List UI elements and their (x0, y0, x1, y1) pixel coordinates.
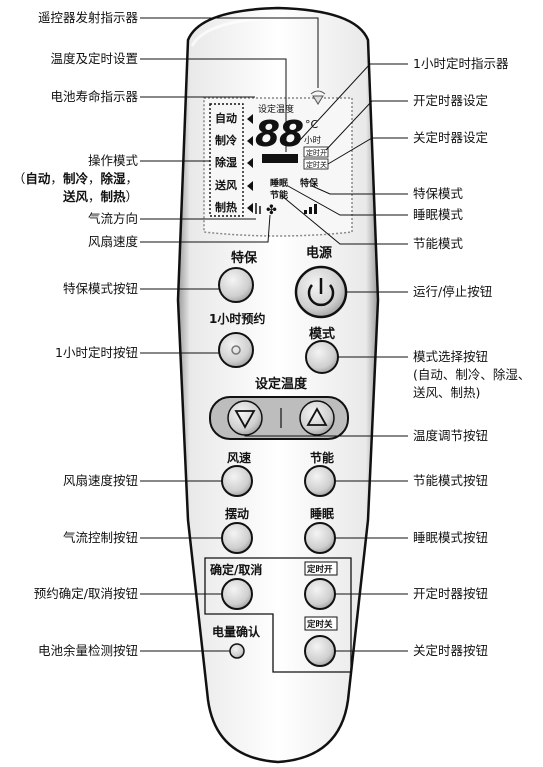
energy-button (304, 465, 336, 497)
remote-text-b-settemp: 设定温度 (255, 376, 308, 392)
label-emitter: 遥控器发射指示器 (37, 10, 138, 25)
remote-text-b-power: 电源 (306, 245, 332, 261)
leader-lines (140, 17, 408, 652)
label-special-btn: 特保模式按钮 (62, 281, 138, 296)
remote-text-b-fan: 风速 (227, 450, 251, 465)
remote-text-t-cool: 制冷 (215, 133, 237, 147)
power-icon (307, 278, 335, 307)
label-temp-adjust: 温度调节按钮 (413, 428, 489, 443)
remote-text-b-confirm: 确定/取消 (210, 562, 262, 577)
label-1h-indicator: 1小时定时指示器 (413, 56, 509, 71)
battery-bar (262, 154, 298, 163)
remote-text-t-degree: °C (305, 118, 319, 131)
mode-box (209, 103, 244, 217)
remote-text-t-ton: 定时开 (306, 148, 327, 157)
timer-group (204, 557, 352, 673)
label-fan-speed-btn: 风扇速度按钮 (62, 473, 138, 488)
remote-text-b-special: 特保 (231, 250, 258, 266)
remote-text-t-sleep: 睡眠 (270, 177, 288, 189)
fan-speed-button (221, 465, 253, 497)
emitter-indicator-icon (310, 90, 326, 105)
label-battery-life: 电池寿命指示器 (50, 89, 138, 104)
remote-text-b-1h: 1小时预约 (209, 311, 265, 326)
label-fan-speed: 风扇速度 (87, 234, 138, 249)
label-energy-mode: 节能模式 (413, 236, 464, 251)
label-timer-off-set: 关定时器设定 (413, 130, 489, 145)
remote-text-t-heat: 制热 (215, 200, 237, 214)
swing-button (221, 522, 253, 554)
label-energy-btn: 节能模式按钮 (413, 473, 489, 488)
timer-off-button (304, 635, 336, 667)
remote-text-t-energy: 节能 (270, 189, 288, 201)
remote-text-b-ton: 定时开 (306, 564, 333, 575)
fan-speed-bars (304, 204, 317, 214)
remote-text-t-toff: 定时关 (306, 160, 327, 169)
label-temp-timer: 温度及定时设置 (50, 51, 138, 66)
remote-text-t-digits: 88 (255, 114, 303, 155)
label-confirm-btn: 预约确定/取消按钮 (33, 586, 138, 601)
label-timer-on-set: 开定时器设定 (413, 93, 489, 108)
remote-text-b-toff: 定时关 (306, 619, 333, 630)
remote-text-b-energy: 节能 (310, 450, 334, 465)
label-op-mode: 操作模式 (87, 153, 138, 168)
one-hour-timer-button (218, 332, 254, 368)
temp-up-button (299, 400, 335, 436)
label-timer-off-btn: 关定时器按钮 (413, 643, 489, 658)
remote-text-t-hour: 小时 (304, 135, 322, 146)
label-sleep-mode: 睡眠模式 (413, 207, 464, 222)
special-button (218, 267, 254, 303)
remote-text-t-dry: 除湿 (215, 155, 237, 169)
label-battery-btn: 电池余量检测按钮 (37, 643, 138, 658)
remote-text-t-auto: 自动 (215, 111, 237, 125)
mode-button (305, 340, 339, 374)
label-mode-select-l2: (自动、制冷、除湿、 (413, 367, 531, 382)
label-op-mode-line2: （自动，制冷，除湿， (12, 171, 138, 186)
remote-text-t-special: 特保 (300, 177, 319, 189)
label-airflow-dir: 气流方向 (87, 211, 138, 226)
mode-arrows (247, 114, 253, 213)
remote-text-t-settemp-lcd: 设定温度 (258, 103, 294, 115)
label-run-stop: 运行/停止按钮 (413, 284, 493, 299)
label-1h-btn: 1小时定时按钮 (55, 345, 138, 360)
remote-text-b-mode: 模式 (309, 326, 335, 342)
remote-text-b-swing: 摆动 (225, 506, 249, 521)
battery-check-button (229, 643, 245, 659)
label-special-mode: 特保模式 (413, 186, 464, 201)
label-sleep-btn: 睡眠模式按钮 (413, 530, 489, 545)
label-op-mode-line3: 送风，制热） (62, 189, 138, 204)
temp-down-button (227, 400, 263, 436)
label-mode-select: 模式选择按钮 (413, 349, 489, 364)
label-airflow-btn: 气流控制按钮 (62, 530, 138, 545)
airflow-icon (255, 203, 261, 214)
remote-text-t-fanm: 送风 (214, 178, 237, 192)
fan-icon: ✤ (266, 203, 277, 218)
confirm-cancel-button (221, 578, 253, 610)
remote-text-b-sleep: 睡眠 (310, 506, 334, 521)
label-timer-on-btn: 开定时器按钮 (413, 586, 489, 601)
sleep-button (304, 522, 336, 554)
timer-on-button (304, 578, 336, 610)
remote-text-b-battery: 电量确认 (212, 624, 261, 639)
label-mode-select-l3: 送风、制热) (413, 385, 481, 400)
